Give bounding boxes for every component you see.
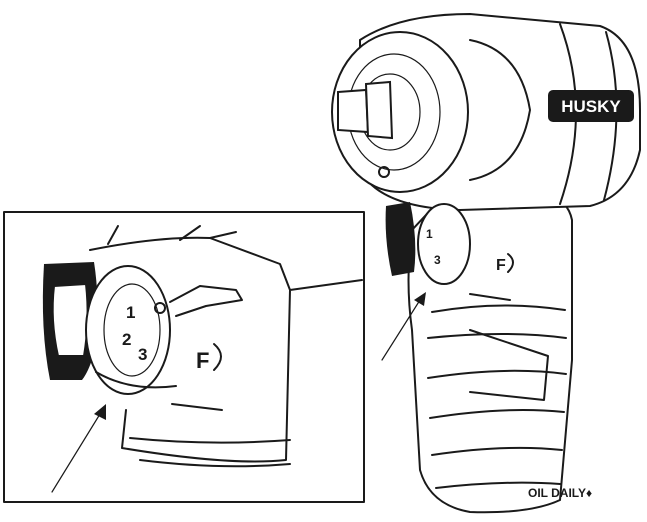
grip-panel: [469, 329, 549, 401]
impact-wrench-full-view: HUSKY 1 3 F OIL DAILY♦: [331, 12, 641, 514]
detail-dial-base: [95, 371, 177, 389]
grip-slot: [469, 293, 511, 301]
detail-pin: [154, 302, 166, 314]
detail-lever: [169, 285, 243, 317]
brand-plate: [548, 90, 634, 122]
detail-dial-number-2: 2: [122, 330, 131, 349]
detail-contour: [139, 459, 291, 468]
anvil-collar: [364, 80, 394, 140]
grip-band: [427, 333, 567, 339]
callout-arrow-left: [51, 413, 101, 493]
detail-selector-dial: [85, 265, 171, 395]
detail-direction-arrow: [213, 343, 222, 371]
detail-dial-number-1: 1: [126, 303, 135, 322]
grip-band: [427, 369, 567, 379]
grip-band: [431, 304, 566, 313]
detail-direction-label: F: [196, 348, 209, 373]
grip-band: [429, 409, 565, 419]
callout-arrowhead-left: [94, 404, 106, 420]
square-anvil: [337, 88, 370, 134]
grip-band: [435, 481, 561, 489]
detail-dial-number-3: 3: [138, 345, 147, 364]
detail-body: [89, 231, 363, 463]
detail-frame: [3, 211, 365, 503]
trigger: [385, 202, 416, 276]
callout-arrowhead-right: [414, 292, 426, 306]
brand-label: HUSKY: [561, 97, 621, 116]
housing-rib: [469, 39, 531, 181]
direction-label: F: [496, 257, 506, 274]
grip-band: [431, 446, 563, 456]
detail-top-line: [179, 225, 201, 241]
selector-dial: [417, 203, 471, 285]
oil-daily-label: OIL DAILY♦: [528, 486, 592, 500]
detail-top-line: [107, 225, 119, 245]
detail-contour: [129, 437, 291, 444]
detail-slot: [171, 403, 223, 411]
front-screw: [378, 166, 390, 178]
callout-arrow-right: [381, 299, 421, 361]
detail-callout-box: 1 2 3 F: [3, 211, 365, 503]
direction-arrow: [507, 253, 514, 273]
dial-number-3: 3: [434, 253, 441, 267]
dial-number-1: 1: [426, 227, 433, 241]
detail-trigger-face: [51, 282, 89, 357]
detail-dial-ring: [103, 283, 161, 377]
front-face: [331, 31, 469, 193]
